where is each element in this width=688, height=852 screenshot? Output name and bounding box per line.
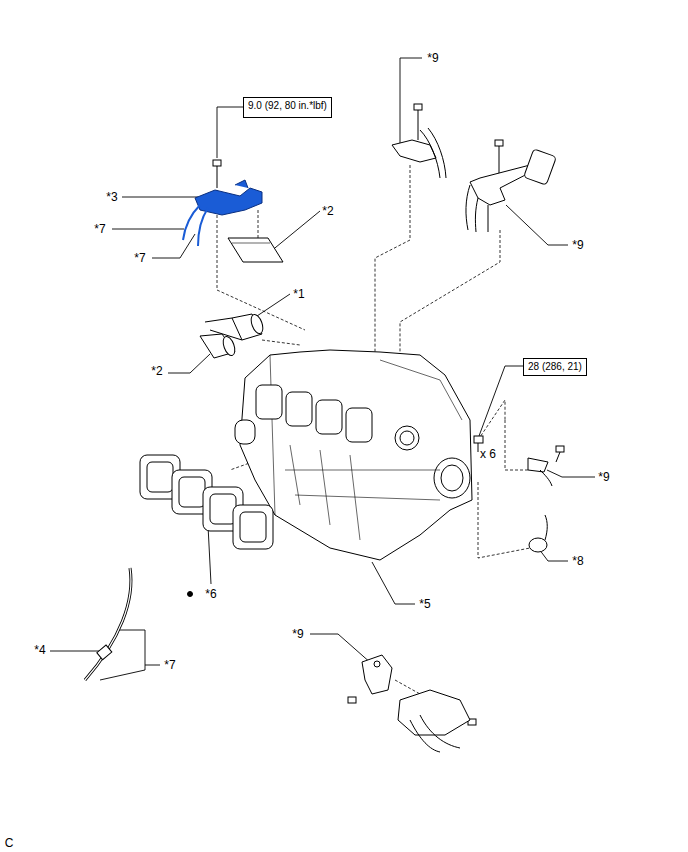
hose [85,568,131,680]
bullet-symbol [188,592,193,597]
torque-spec-box: 28 (286, 21) [523,358,587,376]
callout-number: *8 [571,554,584,568]
torque-spec-box: 9.0 (92, 80 in.*lbf) [243,97,332,118]
leader-line [50,58,595,680]
torque-value: 28 (286, 21) [524,359,586,374]
bracket [183,160,262,246]
gasket [228,238,283,262]
quantity-note: x 6 [479,447,497,461]
callout-number: *2 [321,204,334,218]
bracket [348,655,476,752]
callout-number: *9 [571,238,584,252]
callout-number: *5 [418,597,431,611]
callout-number: *7 [163,658,176,672]
callout-number: *6 [204,587,217,601]
assembly-line [217,165,530,722]
figure-code: C [4,836,15,850]
gasket [140,455,273,549]
hose [200,334,237,358]
bracket [466,140,556,232]
bracket [528,446,564,486]
callout-number: *3 [105,190,118,204]
callout-number: *9 [426,51,439,65]
hose-clamp [529,515,547,552]
torque-value: 9.0 (92, 80 in.*lbf) [244,98,331,113]
callout-number: *2 [150,364,163,378]
callout-number: *9 [291,627,304,641]
callout-number: *7 [133,251,146,265]
callout-number: *7 [93,222,106,236]
callout-number: *9 [597,470,610,484]
callout-number: *1 [292,287,305,301]
callout-number: *4 [33,643,46,657]
bracket [392,104,446,178]
